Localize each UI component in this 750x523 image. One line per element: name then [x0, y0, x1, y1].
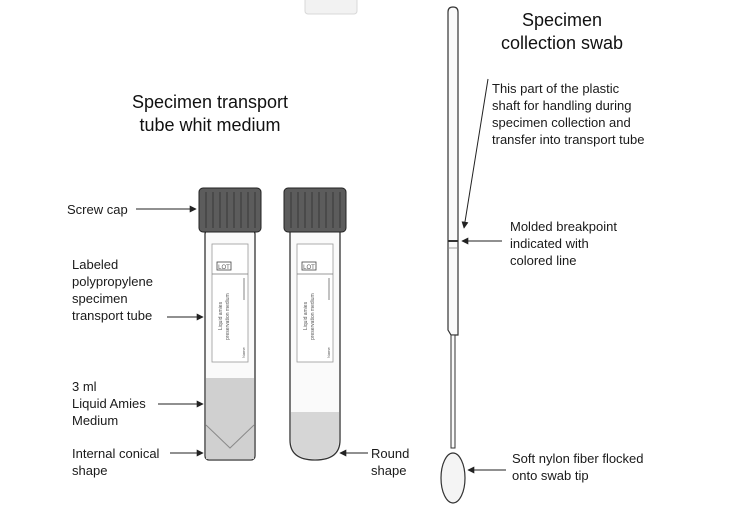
arrow-shaft	[461, 78, 489, 229]
screw-cap	[198, 187, 262, 233]
transport-tube-round: LOT Liquid amies preservation medium Nam…	[283, 187, 347, 461]
label-text-1: Liquid amies	[218, 301, 224, 330]
label-text-2-round: preservation medium	[310, 293, 316, 340]
label-labeled-tube: Labeled polypropylene specimen transport…	[72, 257, 153, 323]
cap-ridges	[205, 192, 256, 228]
swab-thin-shaft	[450, 334, 456, 449]
callout-arrows	[136, 78, 506, 474]
label-conical: Internal conical shape	[72, 446, 160, 478]
tube-label-area	[211, 243, 249, 363]
label-logo-box-round	[301, 261, 317, 271]
label-logo-box	[216, 261, 232, 271]
label-text-2: preservation medium	[225, 293, 231, 340]
label-shaft: This part of the plastic shaft for handl…	[492, 81, 645, 147]
label-text-name-round: Name	[326, 347, 331, 358]
collection-swab	[440, 6, 466, 504]
screw-cap-round	[283, 187, 347, 233]
swab-tip	[440, 452, 466, 504]
label-medium: 3 ml Liquid Amies Medium	[72, 379, 146, 428]
label-breakpoint: Molded breakpoint indicated with colored…	[510, 219, 617, 268]
medium-fill-round	[291, 412, 339, 459]
top-object-fragment	[304, 0, 358, 15]
label-round: Round shape	[371, 446, 410, 478]
label-logo-text: LOT	[218, 265, 230, 271]
medium-fill	[206, 378, 254, 459]
title-transport-tube: Specimen transport tube whit medium	[131, 92, 289, 135]
tube-label-area-round	[296, 243, 334, 363]
label-text-1-round: Liquid amies	[303, 301, 309, 330]
label-screw-cap: Screw cap	[67, 202, 128, 217]
label-text-name: Name	[241, 347, 246, 358]
swab-handle	[447, 6, 459, 336]
transport-tube-conical: LOT Liquid amies preservation medium Nam…	[198, 187, 262, 461]
conical-bottom	[205, 424, 255, 449]
title-swab: Specimen collection swab	[500, 10, 624, 53]
cap-ridges-round	[290, 192, 341, 228]
label-logo-text-round: LOT	[303, 265, 315, 271]
label-fiber: Soft nylon fiber flocked onto swab tip	[512, 451, 644, 483]
